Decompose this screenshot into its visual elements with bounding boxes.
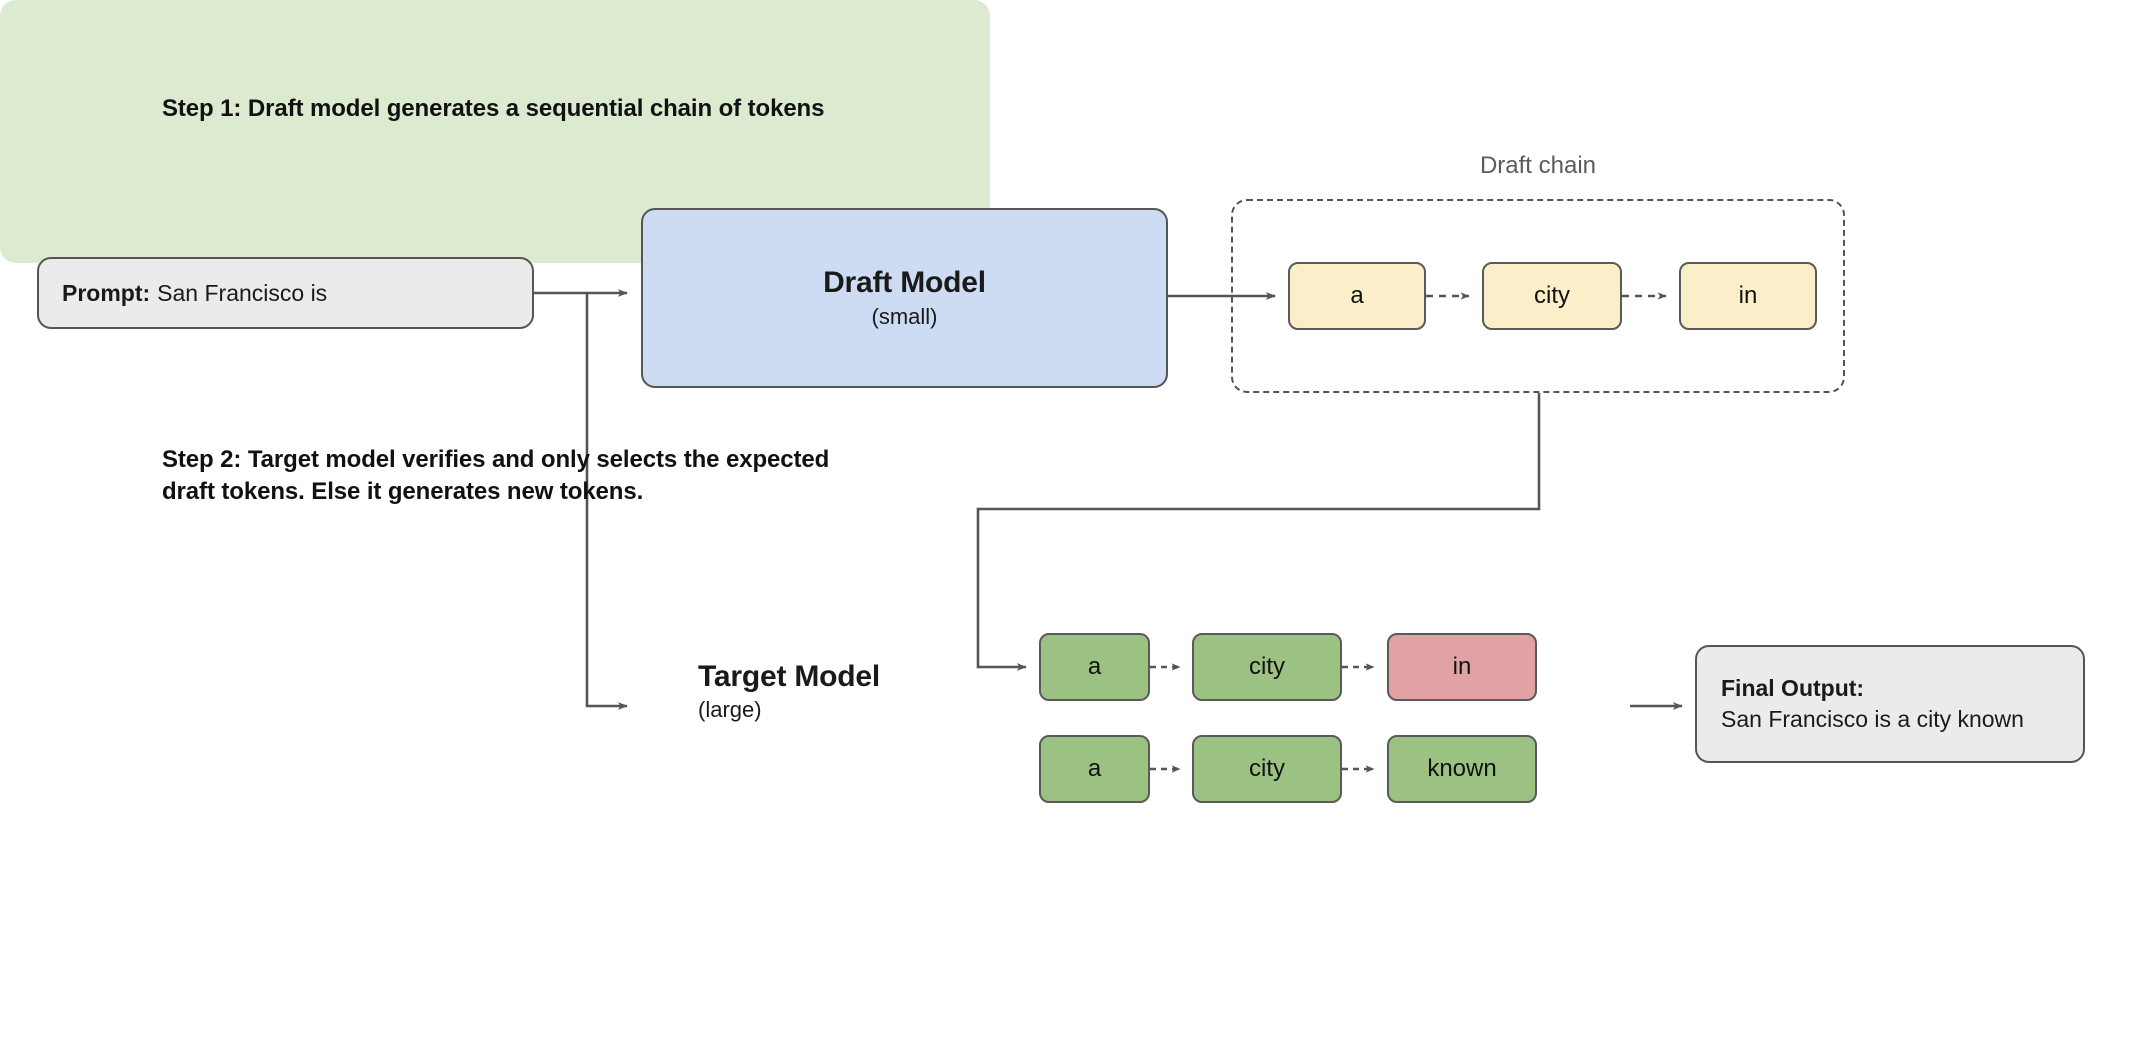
step-1-heading: Step 1: Draft model generates a sequenti… (162, 95, 825, 122)
target-token-accepted: city (1192, 633, 1342, 701)
draft-chain-token: a (1288, 262, 1426, 330)
prompt-label: Prompt: (62, 279, 151, 306)
draft-chain-token: in (1679, 262, 1817, 330)
draft-model-box: Draft Model (small) (641, 208, 1168, 388)
draft-chain-label: Draft chain (1479, 152, 1597, 179)
target-model-title: Target Model (698, 660, 881, 693)
prompt-value: San Francisco is (157, 279, 328, 306)
final-output-label: Final Output: (1721, 675, 1865, 702)
final-output-value: San Francisco is a city known (1721, 706, 2024, 732)
target-token-accepted: a (1039, 633, 1150, 701)
final-output-box: Final Output: San Francisco is a city kn… (1695, 645, 2085, 763)
wire-draft-chain-to-target (976, 393, 1541, 671)
target-token-rejected: in (1387, 633, 1537, 701)
step-2-heading-line-2: draft tokens. Else it generates new toke… (162, 477, 644, 505)
draft-chain-token: city (1482, 262, 1622, 330)
draft-model-title: Draft Model (823, 266, 986, 299)
target-token-accepted: known (1387, 735, 1537, 803)
draft-model-subtitle: (small) (871, 304, 938, 329)
target-model-subtitle: (large) (698, 697, 762, 722)
step-2-heading-line-1: Step 2: Target model verifies and only s… (162, 446, 830, 473)
target-token-accepted: city (1192, 735, 1342, 803)
target-token-accepted: a (1039, 735, 1150, 803)
step-2-heading: Step 2: Target model verifies and only s… (162, 444, 829, 507)
prompt-box: Prompt: San Francisco is (37, 257, 534, 329)
target-model-title-group: Target Model (large) (698, 660, 880, 723)
